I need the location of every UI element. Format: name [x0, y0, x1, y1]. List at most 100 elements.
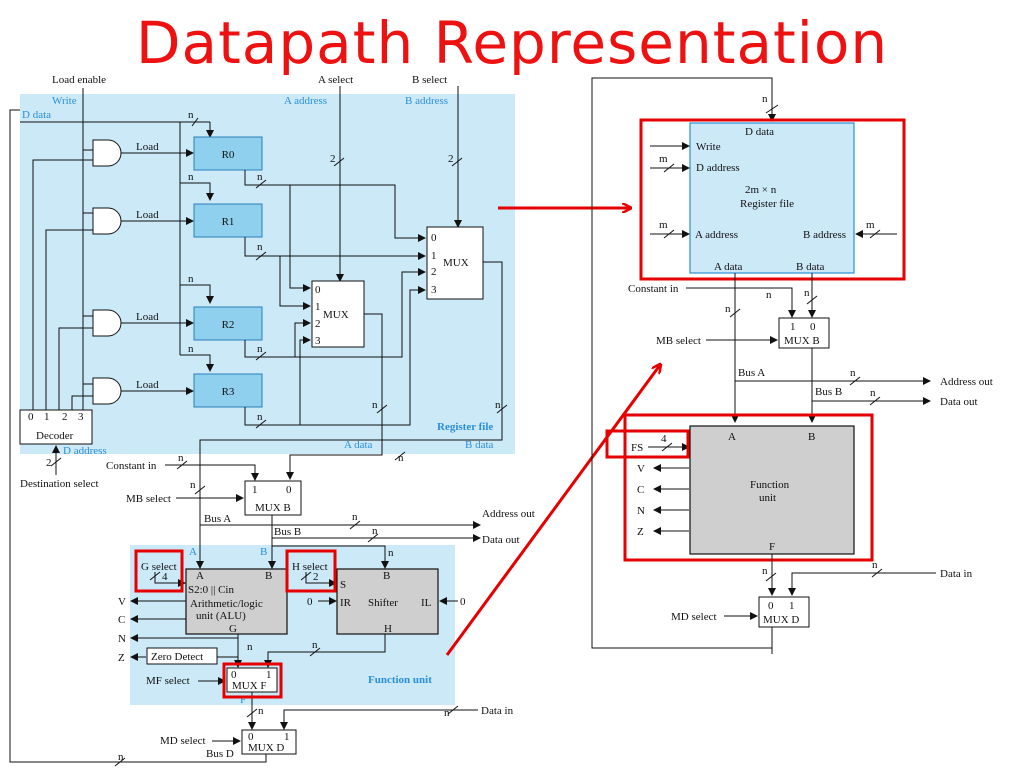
mux-input-0: 0	[315, 284, 321, 296]
bus-d-label: Bus D	[206, 748, 234, 760]
mb-select-label: MB select	[656, 335, 701, 347]
bus-a-blue-label: A	[189, 546, 197, 558]
f-blue-label: F	[240, 694, 246, 706]
load-label: Load	[136, 209, 159, 221]
mux-input-1: 1	[252, 484, 258, 496]
n-label: n	[258, 705, 264, 717]
n-label: n	[850, 367, 856, 379]
bus-a-label: Bus A	[738, 367, 765, 379]
n-label: n	[495, 399, 501, 411]
register-file-block	[689, 122, 855, 274]
n-label: n	[444, 707, 450, 719]
two-label: 2	[313, 571, 319, 583]
flag-c: C	[637, 484, 644, 496]
n-label: n	[118, 751, 124, 763]
d-data-label: D data	[745, 126, 774, 138]
n-label: n	[372, 525, 378, 537]
address-out-label: Address out	[482, 508, 535, 520]
data-out-label: Data out	[940, 396, 978, 408]
mux-input-1: 1	[431, 250, 437, 262]
n-label: n	[870, 387, 876, 399]
n-label: n	[257, 241, 263, 253]
bus-b-label: Bus B	[274, 526, 301, 538]
n-label: n	[188, 343, 194, 355]
function-unit-label: Function unit	[368, 674, 432, 686]
n-label: n	[188, 171, 194, 183]
fs-label: FS	[631, 442, 643, 454]
mux-f	[226, 667, 278, 693]
function-unit-a-label: A	[728, 431, 736, 443]
d-data-label: D data	[22, 109, 51, 121]
highlight-g-select	[134, 549, 184, 593]
mux-input-0: 0	[286, 484, 292, 496]
mux-input-1: 1	[315, 301, 321, 313]
n-label: n	[388, 547, 394, 559]
flag-c: C	[118, 614, 125, 626]
g-select-label: G select	[141, 561, 177, 573]
decoder-output-0: 0	[28, 411, 34, 423]
alu	[185, 568, 288, 635]
load-label: Load	[136, 379, 159, 391]
mux-d	[758, 596, 810, 628]
mux-d-label: MUX D	[248, 742, 284, 754]
b-select-label: B select	[412, 74, 447, 86]
and-gate	[92, 309, 122, 337]
alu-b-label: B	[265, 570, 272, 582]
load-label: Load	[136, 311, 159, 323]
decoder-label: Decoder	[36, 430, 74, 442]
flag-v: V	[637, 463, 645, 475]
bus-b-blue-label: B	[260, 546, 267, 558]
alu-g-label: G	[229, 623, 237, 635]
unit-label: unit	[759, 492, 776, 504]
mf-select-label: MF select	[146, 675, 190, 687]
n-label: n	[188, 109, 194, 121]
slide-title: Datapath Representation	[135, 9, 889, 77]
mux-d	[241, 729, 297, 755]
mux-input-0: 0	[431, 232, 437, 244]
zero-detect	[146, 647, 218, 665]
bus-b-label: Bus B	[815, 386, 842, 398]
b-address-label: B address	[803, 229, 846, 241]
bus-a-label: Bus A	[204, 513, 231, 525]
mux-a-label: MUX	[323, 309, 349, 321]
n-label: n	[762, 93, 768, 105]
flag-v: V	[118, 596, 126, 608]
alu-name-line2: unit (ALU)	[196, 610, 246, 622]
four-label: 4	[162, 571, 168, 583]
constant-in-label: Constant in	[628, 283, 679, 295]
n-label: n	[766, 289, 772, 301]
shifter	[336, 568, 439, 635]
n-label: n	[725, 303, 731, 315]
highlight-h-select	[285, 549, 337, 593]
n-label: n	[372, 399, 378, 411]
n-label: n	[257, 343, 263, 355]
four-label: 4	[661, 433, 667, 445]
shifter-s-label: S	[340, 579, 346, 591]
mux-b-label: MUX	[443, 257, 469, 269]
mux-input-2: 2	[315, 318, 321, 330]
and-gate	[92, 377, 122, 405]
shifter-h-label: H	[384, 623, 392, 635]
register-r3	[193, 373, 263, 408]
and-gate	[92, 207, 122, 235]
mux-f-label: MUX F	[232, 680, 267, 692]
n-label: n	[188, 273, 194, 285]
m-label: m	[659, 153, 668, 165]
mux-input-0: 0	[248, 731, 254, 743]
mb-select-label: MB select	[126, 493, 171, 505]
destination-select-label: Destination select	[20, 478, 99, 490]
write-label: Write	[52, 95, 77, 107]
two-label: 2	[46, 457, 52, 469]
n-label: n	[178, 452, 184, 464]
n-label: n	[804, 287, 810, 299]
n-label: n	[257, 171, 263, 183]
d-address-label: D address	[696, 162, 740, 174]
shifter-b-label: B	[383, 570, 390, 582]
decoder-output-1: 1	[44, 411, 50, 423]
b-address-label: B address	[405, 95, 448, 107]
mux-b	[778, 317, 830, 349]
register-r1	[193, 203, 263, 238]
m-label: m	[866, 219, 875, 231]
two-label: 2	[330, 153, 336, 165]
write-label: Write	[696, 141, 721, 153]
